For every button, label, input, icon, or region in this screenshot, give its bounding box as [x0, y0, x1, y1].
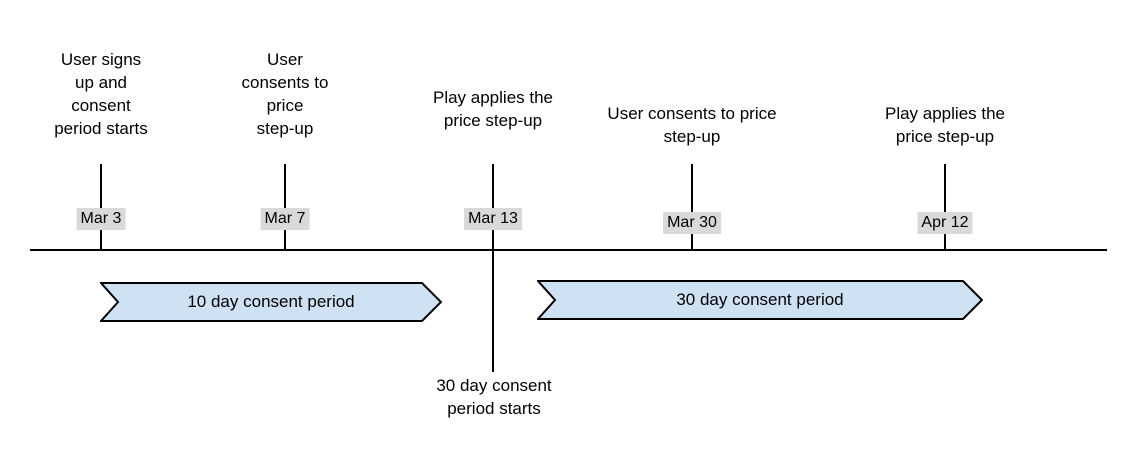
event-tick-mar3 — [100, 164, 102, 250]
period-banner-30day-label: 30 day consent period — [676, 290, 844, 309]
event-label-apr12: Play applies the price step-up — [884, 104, 1006, 146]
event-tick-mar7 — [284, 164, 286, 250]
date-badge-mar30: Mar 30 — [663, 212, 721, 234]
chevron-banner-shape — [537, 280, 983, 320]
period-banner-10day-label: 10 day consent period — [187, 292, 355, 311]
event-tick-mar13 — [492, 164, 494, 250]
period-banner-30day: 30 day consent period — [537, 280, 983, 320]
chevron-banner-shape — [100, 282, 442, 322]
date-badge-mar13: Mar 13 — [464, 208, 522, 230]
event-label-mar30: User consents to price step-up — [607, 104, 777, 146]
event-tick-apr12 — [944, 164, 946, 250]
event-tick-mar30 — [691, 164, 693, 250]
event-label-mar7: User consents to price step-up — [241, 50, 329, 138]
date-badge-mar7: Mar 7 — [260, 208, 310, 230]
note-connector-line — [492, 250, 494, 372]
event-label-mar3: User signs up and consent period starts — [54, 50, 148, 138]
event-label-mar13: Play applies the price step-up — [432, 88, 554, 130]
date-badge-mar3: Mar 3 — [76, 208, 126, 230]
period-banner-10day: 10 day consent period — [100, 282, 442, 322]
below-timeline-note: 30 day consent period starts — [436, 376, 552, 418]
timeline-axis — [30, 249, 1107, 251]
date-badge-apr12: Apr 12 — [917, 212, 973, 234]
